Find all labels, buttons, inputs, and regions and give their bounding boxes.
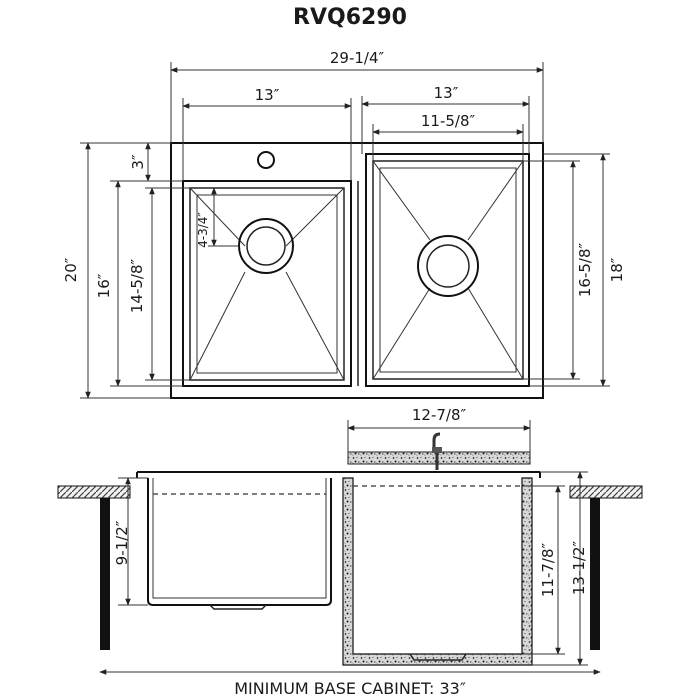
right-bowl-section xyxy=(342,477,533,666)
cutting-board xyxy=(347,451,531,465)
left-bowl-section xyxy=(147,478,332,610)
faucet-icon xyxy=(432,432,442,470)
right-inner-depth-label: 16-5/8″ xyxy=(576,242,594,297)
right-bowl-width-label: 13″ xyxy=(434,84,459,102)
minimum-cabinet-label: MINIMUM BASE CABINET: 33″ xyxy=(234,679,466,698)
countertop-right xyxy=(569,485,643,499)
overall-width-label: 29-1/4″ xyxy=(330,49,385,67)
right-drain-inner xyxy=(426,244,470,288)
left-bowl-height-label: 9-1/2″ xyxy=(113,520,131,565)
overall-depth-label: 20″ xyxy=(62,257,80,282)
faucet-setback-label: 3″ xyxy=(129,154,147,170)
left-bowl-top xyxy=(182,180,352,387)
left-bowl-width-label: 13″ xyxy=(255,86,280,104)
right-inner-height-label: 11-7/8″ xyxy=(539,542,557,597)
left-drain-inner xyxy=(246,226,286,266)
right-bowl-top xyxy=(365,153,530,387)
top-view: 29-1/4″ 13″ 13″ 11-5/8″ 20″ 3″ 16″ xyxy=(62,49,626,399)
left-inner-depth-label: 14-5/8″ xyxy=(128,258,146,313)
section-view: 12-7/8″ xyxy=(57,406,643,698)
right-bowl-depth-label: 18″ xyxy=(608,257,626,282)
cabinet-wall-right xyxy=(590,498,600,650)
drain-offset-label: 4-3/4″ xyxy=(196,212,210,248)
right-inner-width-label: 11-5/8″ xyxy=(421,112,476,130)
right-drain-outer xyxy=(417,235,479,297)
right-bowl-height-label: 13-1/2″ xyxy=(570,540,588,595)
model-title: RVQ6290 xyxy=(293,5,407,30)
left-bowl-depth-label: 16″ xyxy=(95,273,113,298)
countertop-left xyxy=(57,485,131,499)
cutting-board-width-label: 12-7/8″ xyxy=(412,406,467,424)
sink-deck-outline xyxy=(170,142,544,399)
cabinet-wall-left xyxy=(100,498,110,650)
faucet-hole xyxy=(257,151,275,169)
